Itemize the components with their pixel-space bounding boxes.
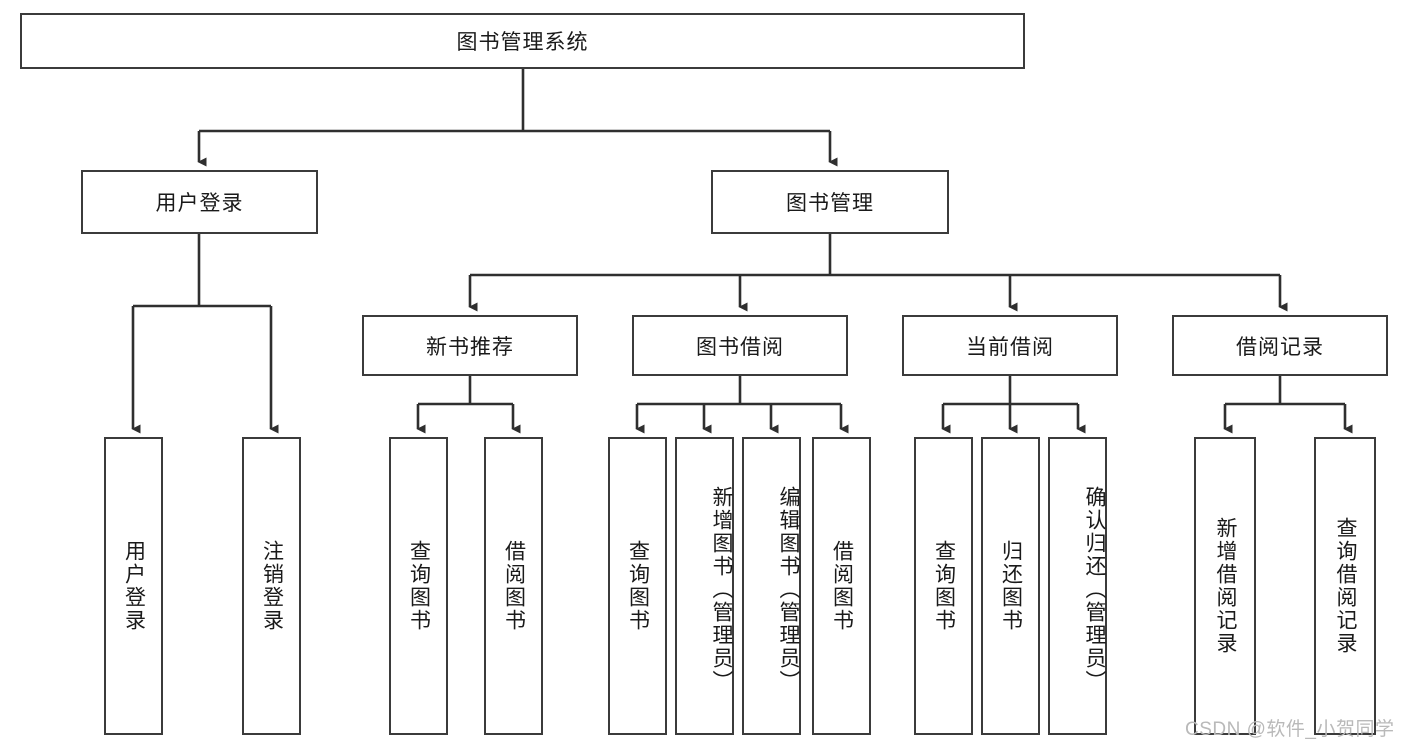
leaf-return-book[interactable]: 归还图书	[981, 437, 1040, 735]
leaf-query-book-new-rec[interactable]: 查询图书	[389, 437, 448, 735]
node-book-borrow[interactable]: 图书借阅	[632, 315, 848, 376]
leaf-add-borrow-record[interactable]: 新增借阅记录	[1194, 437, 1256, 735]
leaf-borrow-book-new-rec[interactable]: 借阅图书	[484, 437, 543, 735]
leaf-query-book-current[interactable]: 查询图书	[914, 437, 973, 735]
node-user-login[interactable]: 用户登录	[81, 170, 318, 234]
watermark-text: CSDN @软件_小贺同学	[1185, 719, 1395, 740]
node-current-borrow[interactable]: 当前借阅	[902, 315, 1118, 376]
node-root-system[interactable]: 图书管理系统	[20, 13, 1025, 69]
leaf-borrow-book-borrow[interactable]: 借阅图书	[812, 437, 871, 735]
leaf-add-book-admin[interactable]: 新增图书（管理员）	[675, 437, 734, 735]
leaf-query-borrow-record[interactable]: 查询借阅记录	[1314, 437, 1376, 735]
node-borrow-record[interactable]: 借阅记录	[1172, 315, 1388, 376]
leaf-user-logout[interactable]: 注销登录	[242, 437, 301, 735]
node-book-manage[interactable]: 图书管理	[711, 170, 949, 234]
leaf-query-book-borrow[interactable]: 查询图书	[608, 437, 667, 735]
leaf-edit-book-admin[interactable]: 编辑图书（管理员）	[742, 437, 801, 735]
node-new-book-recommend[interactable]: 新书推荐	[362, 315, 578, 376]
leaf-user-login[interactable]: 用户登录	[104, 437, 163, 735]
leaf-confirm-return-admin[interactable]: 确认归还（管理员）	[1048, 437, 1107, 735]
